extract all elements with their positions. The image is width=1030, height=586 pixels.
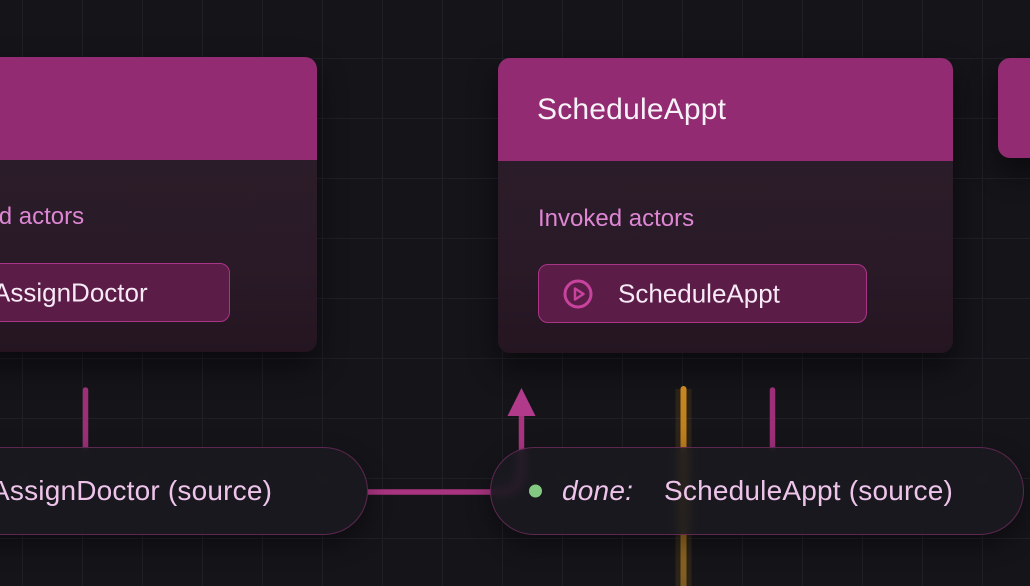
state-body: Invoked actors AssignDoctor [0, 160, 317, 352]
play-circle-icon [563, 279, 593, 309]
actor-button-assigndoctor[interactable]: AssignDoctor [0, 263, 230, 322]
done-status-dot [529, 484, 542, 498]
transition-pill-done-scheduleappt[interactable]: done: ScheduleAppt (source) [490, 447, 1024, 535]
state-header[interactable]: ScheduleAppt [498, 58, 953, 161]
state-node-assigndoctor[interactable]: Invoked actors AssignDoctor [0, 57, 317, 352]
transition-source-label: ScheduleAppt (source) [664, 475, 954, 506]
state-title: ScheduleAppt [537, 92, 727, 126]
state-header[interactable] [0, 57, 317, 160]
state-node-partial-right[interactable] [998, 58, 1030, 158]
state-body: Invoked actors ScheduleAppt [498, 161, 953, 353]
actor-button-label: ScheduleAppt [618, 278, 780, 308]
transition-event-label: done: [562, 475, 634, 506]
transition-pill-assigndoctor-source[interactable]: AssignDoctor (source) [0, 447, 368, 535]
transition-source-label: AssignDoctor (source) [0, 475, 273, 506]
actor-button-label: AssignDoctor [0, 277, 148, 307]
actor-button-scheduleappt[interactable]: ScheduleAppt [538, 264, 867, 323]
invoked-actors-heading: Invoked actors [0, 203, 85, 230]
invoked-actors-heading: Invoked actors [538, 205, 695, 232]
edge-arrowhead-up [507, 388, 536, 416]
state-node-scheduleappt[interactable]: ScheduleAppt Invoked actors ScheduleAppt [498, 58, 953, 353]
